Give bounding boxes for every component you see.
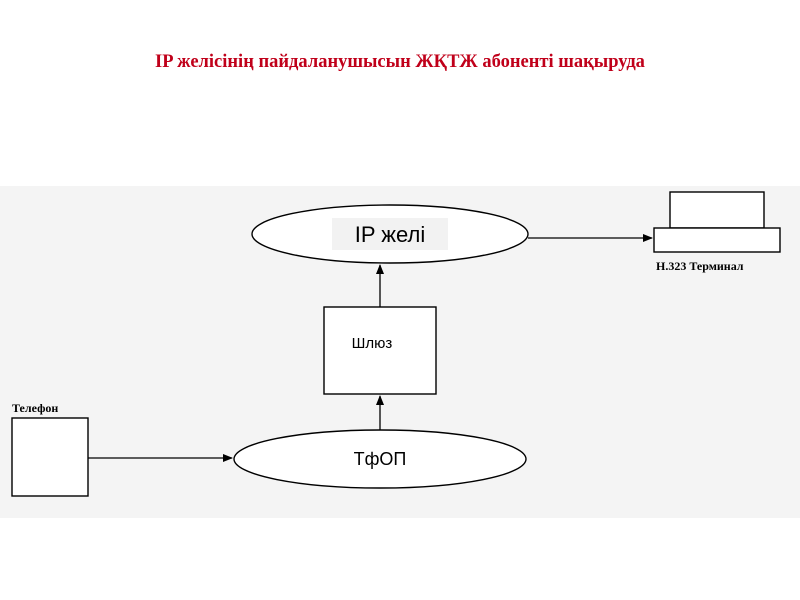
network-diagram: IP желі Шлюз ТфОП Телефон H.323 Терминал <box>11 191 781 497</box>
telephone-label: Телефон <box>12 401 58 415</box>
pstn-node: ТфОП <box>233 429 527 489</box>
terminal-base <box>653 227 781 253</box>
gateway-box <box>323 306 437 395</box>
ip-network-label: IP желі <box>355 222 425 247</box>
terminal-monitor <box>669 191 765 229</box>
terminal-label: H.323 Терминал <box>656 259 744 273</box>
slide-title: IP желісінің пайдаланушысын ЖҚТЖ абонент… <box>155 52 645 72</box>
terminal-node: H.323 Терминал <box>653 191 781 273</box>
telephone-box <box>11 417 89 497</box>
ip-network-label-bg <box>332 218 448 250</box>
telephone-node: Телефон <box>11 401 89 497</box>
ip-network-node: IP желі <box>251 204 529 264</box>
pstn-label: ТфОП <box>354 449 407 469</box>
gateway-node: Шлюз <box>323 306 437 395</box>
diagram-panel: IP желі Шлюз ТфОП Телефон H.323 Терминал <box>0 186 800 518</box>
gateway-label: Шлюз <box>352 335 393 352</box>
